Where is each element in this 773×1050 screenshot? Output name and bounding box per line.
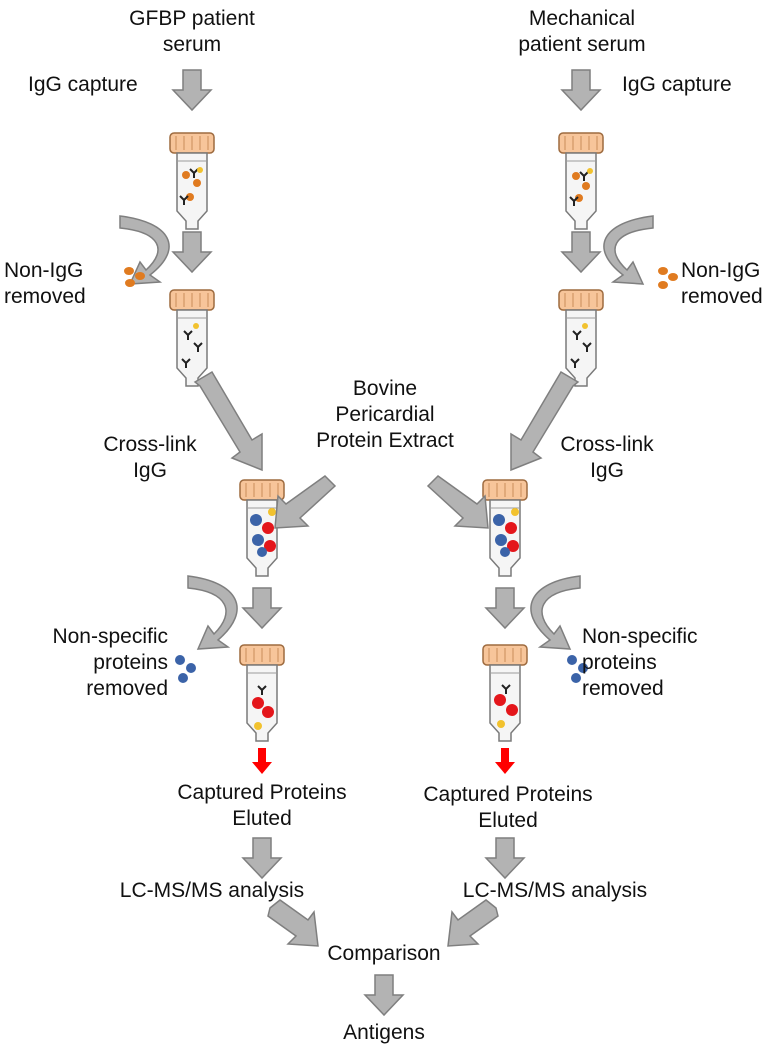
left-nonspecific-label: Non-specific proteins removed [28, 624, 168, 702]
arrow-analysis-right [485, 837, 525, 879]
right-captured-label: Captured Proteins Eluted [408, 782, 608, 834]
arrow-igg-capture-left [172, 69, 212, 111]
arrow-comparison-left [267, 899, 319, 947]
right-nonspecific-line3: removed [582, 677, 664, 700]
curved-arrow-non-igg-left [119, 215, 170, 285]
arrow-analysis-left [242, 837, 282, 879]
arrow-extract-into-left [274, 475, 337, 529]
right-captured-line2: Eluted [478, 809, 538, 832]
nonspecific-proteins-right [567, 655, 588, 683]
right-non-igg-line2: removed [681, 285, 763, 308]
extract-line1: Bovine [352, 377, 418, 400]
right-crosslink-line1: Cross-link [560, 433, 654, 456]
red-elution-arrow-right [495, 748, 515, 774]
left-crosslink-label: Cross-link IgG [95, 432, 205, 484]
right-source-title: Mechanical patient serum [482, 6, 682, 58]
left-analysis-label: LC-MS/MS analysis [119, 879, 305, 902]
arrow-igg-capture-right [561, 69, 601, 111]
left-non-igg-line2: removed [4, 285, 86, 308]
right-analysis-label: LC-MS/MS analysis [462, 879, 648, 902]
right-non-igg-line1: Non-IgG [681, 259, 761, 282]
left-source-title: GFBP patient serum [92, 6, 292, 58]
extract-line3: Protein Extract [316, 429, 454, 452]
antigens-label: Antigens [343, 1021, 425, 1044]
tube-contents-captured-right [494, 684, 518, 728]
left-nonspecific-line3: removed [86, 677, 168, 700]
left-captured-label: Captured Proteins Eluted [162, 780, 362, 832]
extract-label: Bovine Pericardial Protein Extract [300, 376, 470, 454]
curved-arrow-nonspecific-right [530, 575, 581, 650]
right-crosslink-label: Cross-link IgG [552, 432, 662, 484]
left-igg-capture-label: IgG capture [28, 73, 138, 96]
arrow-wash-left [172, 231, 212, 273]
non-igg-proteins-right [658, 267, 678, 289]
arrow-antigens [364, 974, 404, 1016]
tube-contents-igg-right [570, 323, 592, 369]
left-crosslink-line1: Cross-link [103, 433, 197, 456]
nonspecific-proteins-left [175, 655, 196, 683]
right-non-igg-label: Non-IgG removed [681, 258, 763, 310]
right-captured-line1: Captured Proteins [423, 783, 593, 806]
right-igg-capture-label: IgG capture [622, 73, 732, 96]
tube-contents-extract-right [493, 508, 519, 557]
right-nonspecific-label: Non-specific proteins removed [582, 624, 698, 702]
tube-igg-right [558, 289, 604, 387]
right-nonspecific-line1: Non-specific [582, 625, 698, 648]
tube-serum-left [169, 132, 215, 230]
arrow-wash-specific-right [485, 587, 525, 629]
tube-contents-captured-left [252, 685, 274, 730]
arrow-crosslink-right [510, 370, 580, 472]
left-captured-line2: Eluted [232, 807, 292, 830]
left-non-igg-label: Non-IgG removed [4, 258, 86, 310]
red-elution-arrow-left [252, 748, 272, 774]
right-source-line1: Mechanical [528, 7, 636, 30]
right-nonspecific-line2: proteins [582, 651, 657, 674]
arrow-wash-right [561, 231, 601, 273]
tube-contents-serum-right [569, 168, 593, 207]
tube-igg-left [169, 289, 215, 387]
left-non-igg-line1: Non-IgG [4, 259, 84, 282]
right-source-line2: patient serum [518, 33, 646, 56]
comparison-label: Comparison [327, 942, 441, 965]
left-nonspecific-line2: proteins [93, 651, 168, 674]
extract-line2: Pericardial [335, 403, 435, 426]
non-igg-proteins-left [124, 267, 145, 287]
arrow-crosslink-left [193, 370, 263, 472]
left-captured-line1: Captured Proteins [177, 781, 347, 804]
left-crosslink-line2: IgG [133, 459, 167, 482]
tube-contents-extract-left [250, 508, 276, 557]
tube-contents-igg-left [181, 323, 203, 369]
tube-contents-serum-left [179, 167, 203, 206]
left-nonspecific-line1: Non-specific [52, 625, 168, 648]
right-crosslink-line2: IgG [590, 459, 624, 482]
arrow-wash-specific-left [242, 587, 282, 629]
arrow-extract-into-right [426, 475, 489, 529]
arrow-comparison-right [447, 899, 499, 947]
left-source-line2: serum [162, 33, 222, 56]
left-source-line1: GFBP patient [129, 7, 255, 30]
curved-arrow-non-igg-right [603, 215, 654, 285]
tube-serum-right [558, 132, 604, 230]
curved-arrow-nonspecific-left [187, 575, 238, 650]
